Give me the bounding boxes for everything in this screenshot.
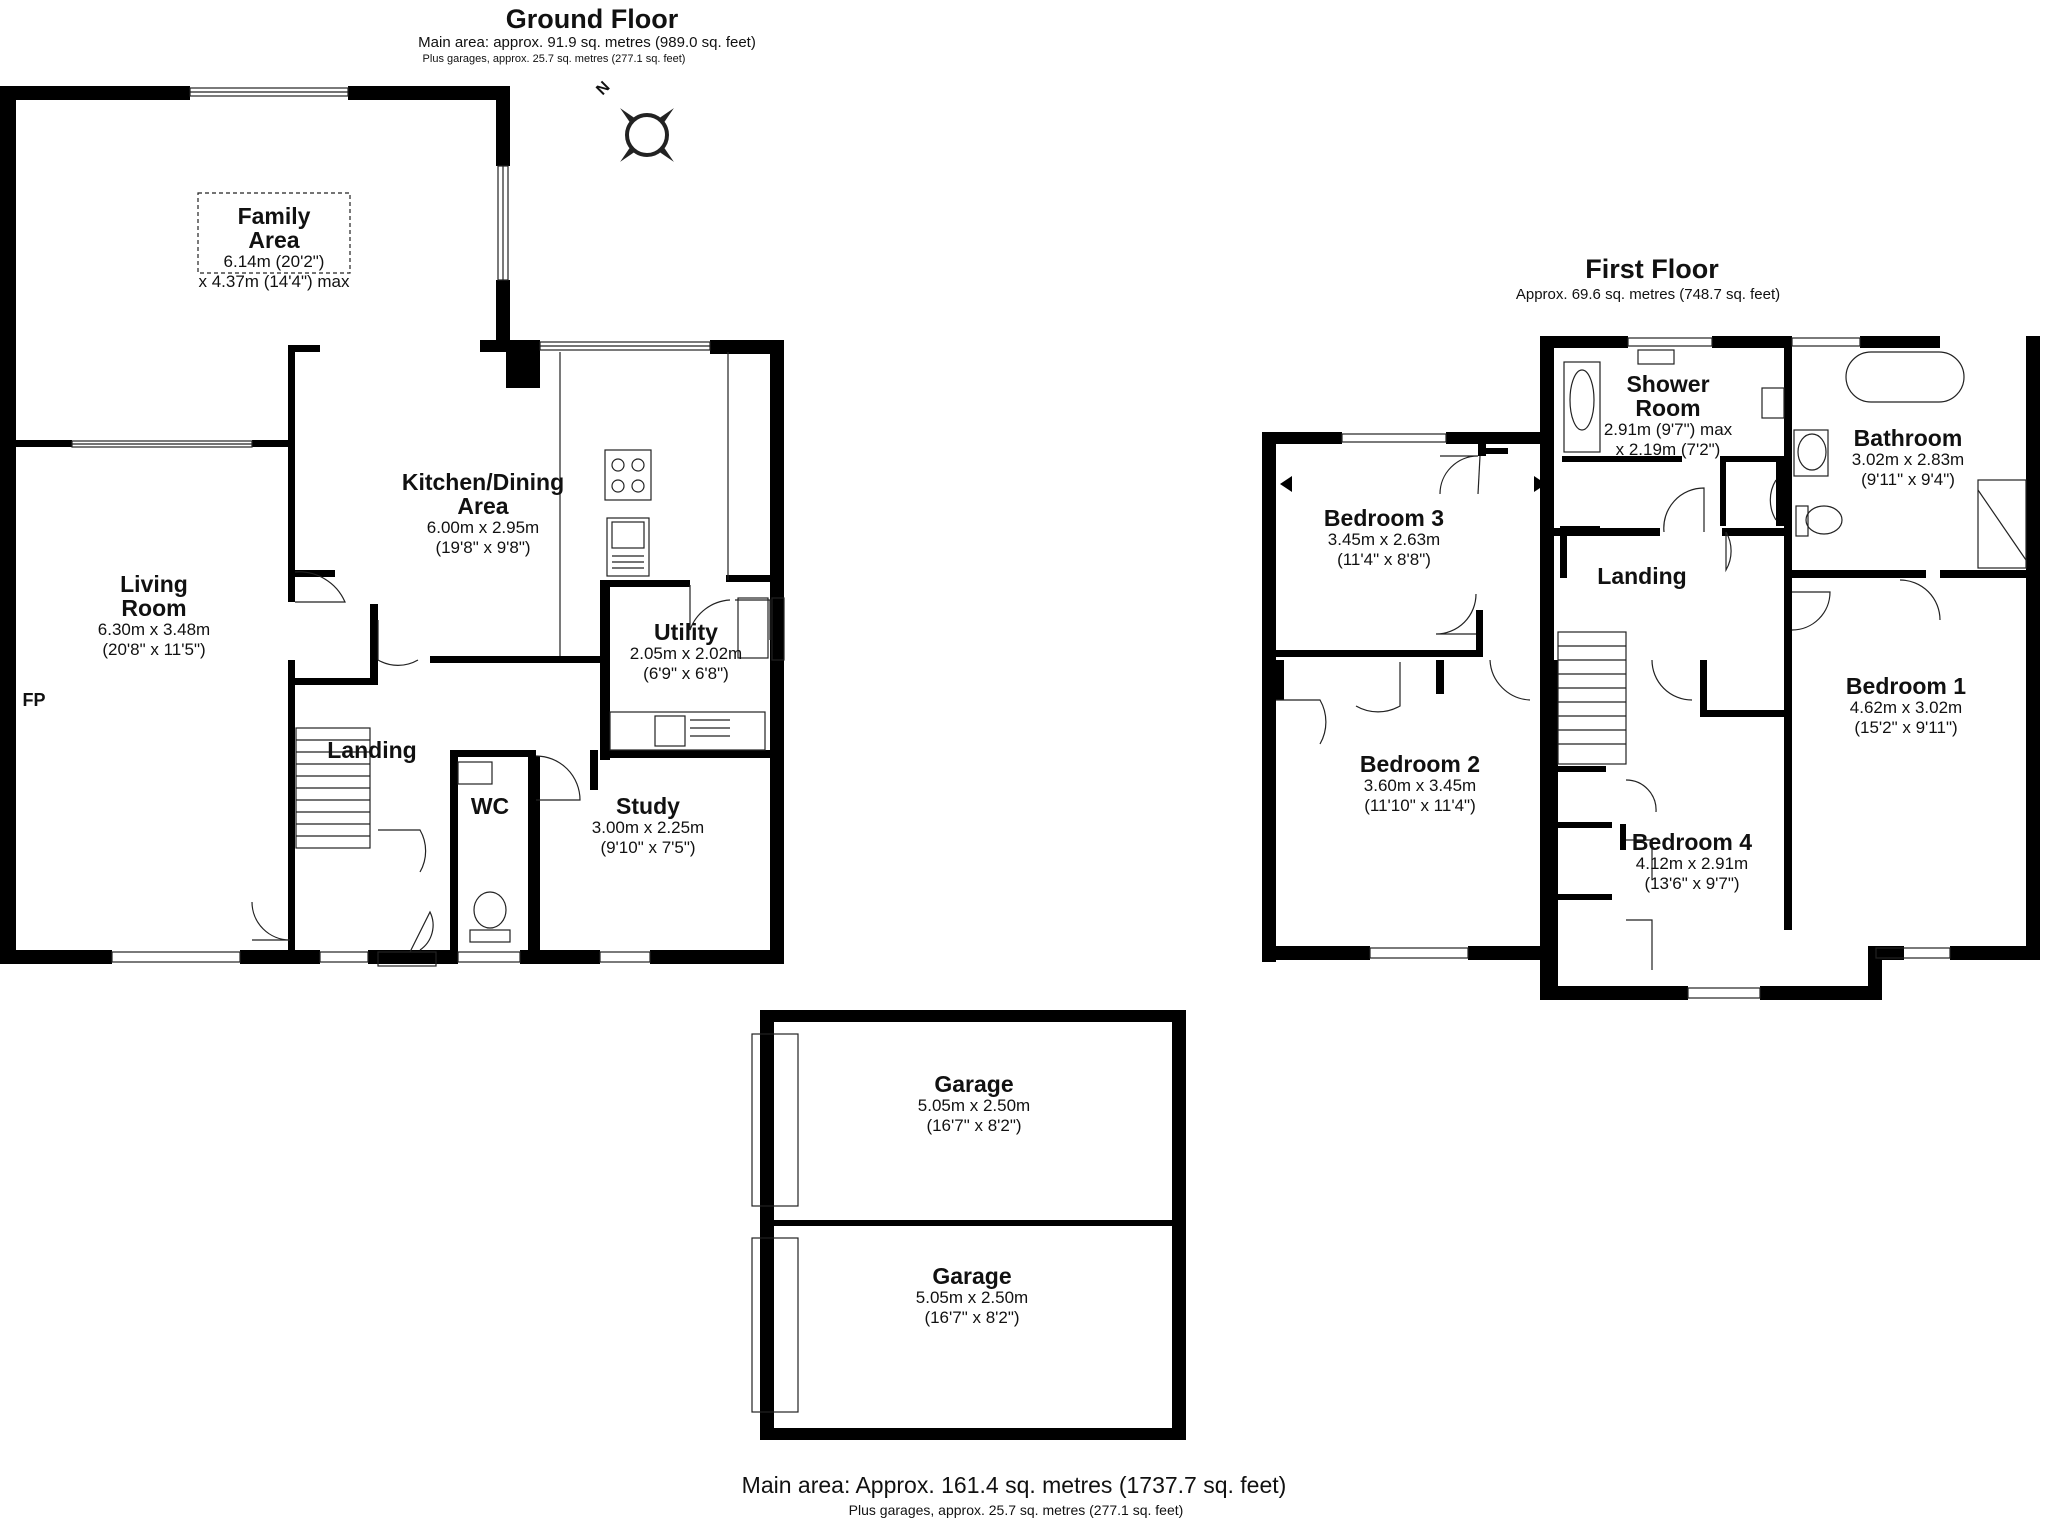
room-name: Room bbox=[121, 595, 187, 622]
room-shower-room: Shower Room 2.91m (9'7") max x 2.19m (7'… bbox=[1604, 372, 1732, 459]
ground-floor-fixtures bbox=[197, 192, 769, 943]
room-garage-1: Garage 5.05m x 2.50m (16'7" x 8'2") bbox=[918, 1072, 1030, 1135]
room-name: Kitchen/Dining bbox=[401, 469, 565, 495]
first-floor-area: Approx. 69.6 sq. metres (748.7 sq. feet) bbox=[1515, 286, 1781, 303]
room-dimensions: (6'9" x 6'8") bbox=[643, 663, 729, 683]
room-dimensions: 6.14m (20'2") bbox=[223, 252, 325, 272]
compass-rose bbox=[620, 108, 674, 162]
room-dimensions: 3.45m x 2.63m bbox=[1327, 530, 1441, 550]
room-dimensions: 4.62m x 3.02m bbox=[1849, 698, 1963, 718]
room-name: Room bbox=[1635, 395, 1701, 422]
room-name: Bathroom bbox=[1853, 425, 1963, 451]
room-study: Study 3.00m x 2.25m (9'10" x 7'5") bbox=[592, 794, 704, 857]
room-name: Garage bbox=[932, 1263, 1012, 1289]
first-floor-arrows bbox=[1280, 476, 1546, 492]
room-wc: WC bbox=[471, 794, 509, 818]
room-name: Garage bbox=[934, 1071, 1014, 1097]
room-dimensions: (16'7" x 8'2") bbox=[926, 1115, 1022, 1135]
room-dimensions: 4.12m x 2.91m bbox=[1635, 854, 1749, 874]
room-dimensions: (9'11" x 9'4") bbox=[1861, 469, 1955, 489]
room-dimensions: (19'8" x 9'8") bbox=[435, 537, 531, 557]
room-bedroom-4: Bedroom 4 4.12m x 2.91m (13'6" x 9'7") bbox=[1632, 830, 1752, 893]
fireplace-text: FP bbox=[22, 690, 46, 710]
room-name: Bedroom 1 bbox=[1845, 673, 1967, 699]
first-floor-door-swings bbox=[1276, 455, 1941, 970]
room-name: Area bbox=[248, 227, 300, 254]
ground-floor-door-swings bbox=[251, 571, 771, 953]
room-dimensions: (16'7" x 8'2") bbox=[924, 1307, 1020, 1327]
room-name: Family bbox=[237, 203, 311, 229]
ground-floor-garage-note: Plus garages, approx. 25.7 sq. metres (2… bbox=[422, 53, 686, 65]
room-name: Utility bbox=[654, 619, 718, 645]
room-name: Bedroom 3 bbox=[1323, 505, 1445, 531]
room-dimensions: x 4.37m (14'4") max bbox=[198, 271, 350, 291]
room-name: Shower bbox=[1626, 371, 1710, 397]
room-dimensions: (15'2" x 9'11") bbox=[1854, 717, 1958, 737]
room-garage-2: Garage 5.05m x 2.50m (16'7" x 8'2") bbox=[916, 1264, 1028, 1327]
room-dimensions: 3.02m x 2.83m bbox=[1851, 450, 1965, 470]
room-dimensions: 6.30m x 3.48m bbox=[97, 620, 211, 640]
room-name: Living bbox=[120, 571, 188, 597]
room-dimensions: (11'4" x 8'8") bbox=[1337, 549, 1431, 569]
room-bedroom-1: Bedroom 1 4.62m x 3.02m (15'2" x 9'11") bbox=[1846, 674, 1966, 737]
room-dimensions: 2.91m (9'7") max bbox=[1603, 420, 1733, 440]
room-dimensions: (20'8" x 11'5") bbox=[102, 639, 206, 659]
room-dimensions: 6.00m x 2.95m bbox=[426, 518, 540, 538]
fireplace-label: FP bbox=[22, 690, 45, 711]
room-name: WC bbox=[470, 793, 510, 819]
room-dimensions: 2.05m x 2.02m bbox=[629, 644, 743, 664]
room-dimensions: (11'10" x 11'4") bbox=[1364, 795, 1476, 815]
room-name: Bedroom 4 bbox=[1631, 829, 1753, 855]
first-floor-title: First Floor bbox=[1585, 254, 1719, 284]
ground-floor-walls bbox=[0, 86, 784, 964]
total-garage-note: Plus garages, approx. 25.7 sq. metres (2… bbox=[848, 1502, 1184, 1518]
first-floor-walls bbox=[1262, 336, 2040, 1000]
first-floor-fixtures bbox=[1563, 349, 2027, 569]
room-dimensions: 5.05m x 2.50m bbox=[915, 1288, 1029, 1308]
room-kitchen-dining: Kitchen/Dining Area 6.00m x 2.95m (19'8"… bbox=[402, 470, 564, 557]
room-dimensions: x 2.19m (7'2") bbox=[1615, 439, 1721, 459]
room-name: Study bbox=[616, 793, 680, 819]
room-name: Area bbox=[457, 493, 509, 520]
room-name: Landing bbox=[327, 737, 417, 763]
room-name: Landing bbox=[1597, 563, 1687, 589]
room-bathroom: Bathroom 3.02m x 2.83m (9'11" x 9'4") bbox=[1852, 426, 1964, 489]
room-name: Bedroom 2 bbox=[1359, 751, 1481, 777]
ground-floor-stairs bbox=[295, 727, 371, 849]
first-floor-plan bbox=[1262, 336, 2040, 1000]
ground-floor-windows bbox=[71, 87, 785, 967]
room-dimensions: 3.60m x 3.45m bbox=[1363, 776, 1477, 796]
room-first-landing: Landing bbox=[1597, 564, 1686, 588]
room-dimensions: 5.05m x 2.50m bbox=[917, 1096, 1031, 1116]
room-dimensions: 3.00m x 2.25m bbox=[591, 818, 705, 838]
first-floor-windows bbox=[1341, 337, 1951, 999]
room-dimensions: (9'10" x 7'5") bbox=[600, 837, 696, 857]
room-ground-landing: Landing bbox=[327, 738, 416, 762]
room-family-area: Family Area 6.14m (20'2") x 4.37m (14'4"… bbox=[199, 204, 350, 291]
room-living-room: Living Room 6.30m x 3.48m (20'8" x 11'5"… bbox=[98, 572, 210, 659]
garage-block bbox=[751, 1010, 1186, 1440]
ground-floor-title: Ground Floor bbox=[505, 4, 679, 34]
ground-floor-plan bbox=[0, 86, 785, 967]
room-bedroom-2: Bedroom 2 3.60m x 3.45m (11'10" x 11'4") bbox=[1360, 752, 1480, 815]
room-bedroom-3: Bedroom 3 3.45m x 2.63m (11'4" x 8'8") bbox=[1324, 506, 1444, 569]
first-floor-stairs bbox=[1557, 631, 1627, 765]
ground-floor-area: Main area: approx. 91.9 sq. metres (989.… bbox=[418, 34, 756, 51]
room-utility: Utility 2.05m x 2.02m (6'9" x 6'8") bbox=[630, 620, 742, 683]
room-dimensions: (13'6" x 9'7") bbox=[1644, 873, 1740, 893]
total-area: Main area: Approx. 161.4 sq. metres (173… bbox=[741, 1472, 1287, 1498]
